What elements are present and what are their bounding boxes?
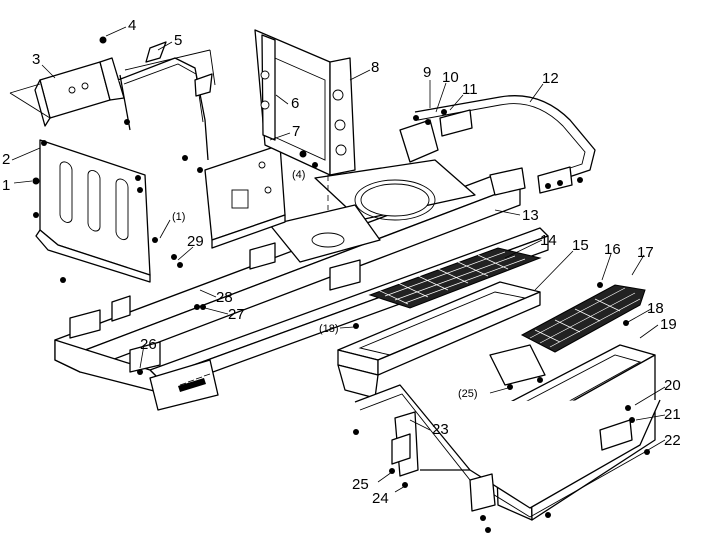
- callout-15: 15: [572, 237, 589, 254]
- callout-20: 20: [664, 377, 681, 394]
- callout-12: 12: [542, 70, 559, 87]
- step-tread-rear: [520, 284, 646, 353]
- callout-13: 13: [522, 207, 539, 224]
- upright-frame: [254, 29, 356, 210]
- callout-24: 24: [372, 490, 389, 507]
- callout-19: 19: [660, 316, 677, 333]
- step-plate-front: [337, 281, 541, 399]
- callout-1: 1: [2, 177, 10, 194]
- step-support-frame: [354, 344, 661, 518]
- callout-21: 21: [664, 406, 681, 423]
- callout-8: 8: [371, 59, 379, 76]
- callout-16: 16: [604, 241, 621, 258]
- callout-14: 14: [540, 232, 557, 249]
- callout-18: 18: [647, 300, 664, 317]
- ref-callout-1: (1): [172, 211, 185, 223]
- callout-27: 27: [228, 306, 245, 323]
- side-plate: [204, 144, 286, 249]
- callout-4: 4: [128, 17, 136, 34]
- callout-11: 11: [462, 81, 478, 98]
- ref-callout-4: (4): [292, 169, 305, 181]
- callout-26: 26: [140, 336, 157, 353]
- step-tread-front: [368, 247, 542, 309]
- callout-9: 9: [423, 64, 431, 81]
- callout-17: 17: [637, 244, 654, 261]
- callout-5: 5: [174, 32, 182, 49]
- tube-frame: [117, 41, 216, 161]
- front-panel: [35, 139, 151, 283]
- callout-10: 10: [442, 69, 459, 86]
- callout-labels: 1 2 3 4 5 6 7 8 9 10 11 12 13 14 15 16 1…: [2, 17, 681, 507]
- leader-lines: [11, 26, 666, 493]
- ref-callout-25: (25): [458, 388, 478, 400]
- ref-callout-18: (18): [319, 323, 339, 335]
- callout-6: 6: [291, 95, 299, 112]
- upper-bracket: [9, 57, 125, 127]
- callout-22: 22: [664, 432, 681, 449]
- callout-28: 28: [216, 289, 233, 306]
- callout-23: 23: [432, 421, 449, 438]
- callout-3: 3: [32, 51, 40, 68]
- callout-7: 7: [292, 123, 300, 140]
- rear-bumper: [399, 95, 596, 196]
- callout-25: 25: [352, 476, 369, 493]
- callout-29: 29: [187, 233, 204, 250]
- callout-2: 2: [2, 151, 10, 168]
- fasteners: [32, 36, 650, 533]
